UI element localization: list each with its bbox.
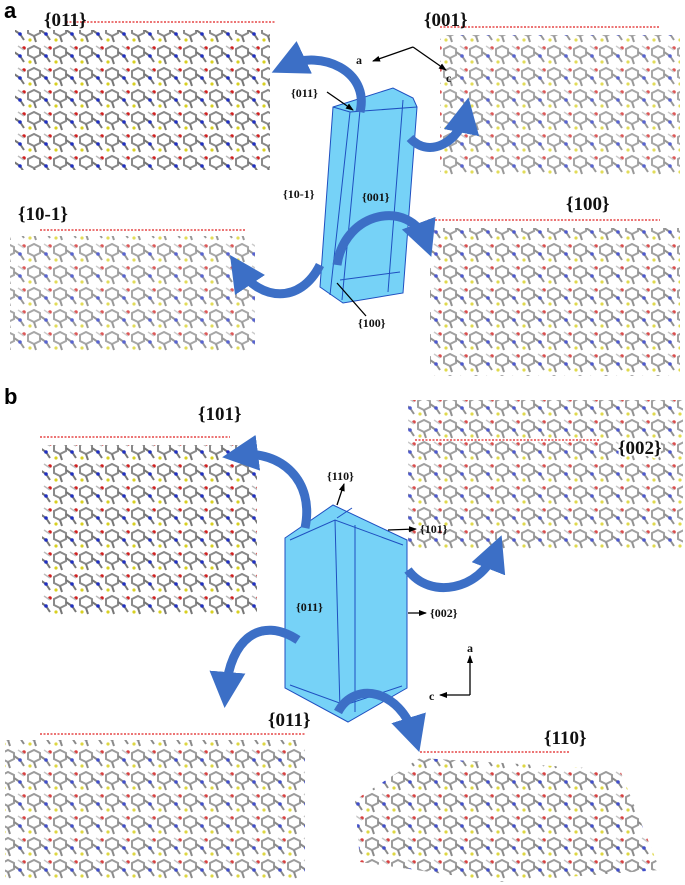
crystal-label-002: {002} [430, 606, 458, 620]
face-label-011-b: {011} [268, 710, 310, 731]
face-label-011: {011} [44, 10, 86, 31]
molecular-packing [42, 445, 257, 615]
crystal-label-001: {001} [362, 190, 390, 204]
axis-c-label: c [446, 71, 452, 85]
face-label-10-1: {10-1} [18, 204, 68, 225]
crystal-label-011: {011} [296, 600, 323, 614]
face-label-100: {100} [566, 194, 609, 215]
curved-arrow-icon [404, 535, 506, 593]
face-011-packing-b: {011} [5, 708, 312, 880]
face-110-packing: {110} [355, 726, 660, 882]
molecular-packing [440, 35, 680, 175]
crystal-label-101: {101} [420, 522, 448, 536]
face-10-1-packing: {10-1} [10, 204, 255, 351]
molecular-packing [15, 30, 270, 170]
face-002-packing: {002} [408, 400, 683, 550]
molecular-packing [5, 740, 305, 880]
molecular-packing [10, 236, 255, 351]
crystal-label-011: {011} [291, 86, 318, 100]
curved-arrow-icon [209, 625, 301, 708]
face-100-packing: {100} [428, 194, 680, 376]
axis-a-label: a [467, 641, 473, 655]
panel-a: a {011} {001} {10-1} {100} {011} {10-1} [4, 0, 680, 376]
curved-arrow-icon [406, 97, 480, 152]
crystal-label-110: {110} [327, 469, 354, 483]
curved-arrow-icon [271, 41, 366, 114]
crystal-label-10-1: {10-1} [283, 187, 315, 201]
crystal-b [284, 504, 408, 723]
panel-a-label: a [4, 0, 17, 23]
face-011-packing: {011} [15, 10, 276, 170]
molecular-packing [408, 400, 683, 550]
molecular-packing [430, 228, 680, 376]
curved-arrow-icon [334, 688, 426, 753]
axis-a-label: a [356, 53, 362, 67]
curved-arrow-icon [222, 434, 312, 529]
face-001-packing: {001} [424, 10, 680, 175]
panel-b: b {101} {002} {011} {110} {110} {101} [4, 384, 683, 882]
face-label-001: {001} [424, 10, 467, 31]
molecular-packing [355, 758, 660, 882]
axes-a: a c [356, 46, 452, 85]
crystal-label-100: {100} [358, 316, 386, 330]
face-label-002: {002} [618, 438, 661, 459]
face-101-packing: {101} [40, 404, 257, 615]
axis-c-label: c [429, 689, 435, 703]
curved-arrow-icon [332, 211, 436, 266]
curved-arrow-icon [230, 255, 325, 299]
face-label-101: {101} [198, 404, 241, 425]
face-label-110: {110} [544, 728, 586, 749]
panel-b-label: b [4, 384, 17, 409]
axes-b: a c [429, 641, 473, 703]
